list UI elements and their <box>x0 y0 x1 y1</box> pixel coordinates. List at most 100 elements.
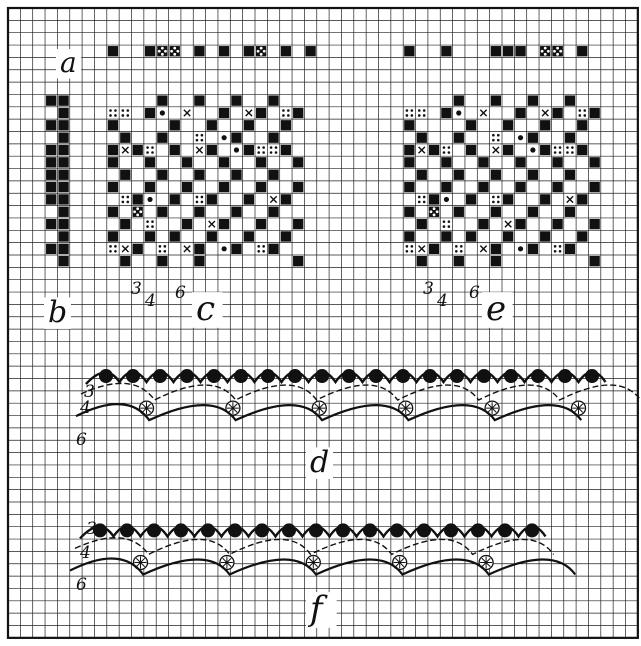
dot <box>492 201 495 204</box>
dot <box>544 53 547 56</box>
shaft-cell <box>58 256 68 266</box>
dot <box>262 151 265 154</box>
dot <box>275 146 278 149</box>
black-cell <box>503 194 513 204</box>
black-cell <box>503 145 513 155</box>
heddle-cell <box>145 46 155 56</box>
dot <box>559 114 562 117</box>
black-cell <box>182 157 192 167</box>
dot <box>443 220 446 223</box>
dot <box>134 201 137 204</box>
dot <box>109 109 112 112</box>
black-cell <box>194 244 204 254</box>
heddle-cell <box>515 46 525 56</box>
black-cell <box>219 108 229 118</box>
black-cell <box>120 256 130 266</box>
dot <box>423 201 426 204</box>
dot <box>497 245 500 248</box>
heddle-cell <box>194 46 204 56</box>
black-cell <box>256 219 266 229</box>
black-cell <box>231 244 241 254</box>
dot <box>173 47 176 50</box>
black-cell <box>194 256 204 266</box>
black-cell <box>503 120 513 130</box>
dot <box>158 50 161 53</box>
black-cell <box>219 182 229 192</box>
dot <box>559 50 562 53</box>
dot <box>133 210 136 213</box>
dot <box>146 220 149 223</box>
dot <box>161 53 164 56</box>
black-cell <box>417 219 427 229</box>
dot <box>136 207 139 210</box>
dot <box>257 250 260 253</box>
dot <box>411 109 414 112</box>
black-cell <box>145 108 155 118</box>
dot <box>196 196 199 199</box>
black-cell <box>404 182 414 192</box>
dot <box>497 196 500 199</box>
black-cell <box>157 207 167 217</box>
black-cell <box>491 256 501 266</box>
label-b: b <box>48 295 67 330</box>
bullet-cell <box>147 197 152 202</box>
bullet-cell <box>222 246 227 251</box>
black-cell <box>552 108 562 118</box>
dot <box>109 250 112 253</box>
black-cell <box>404 120 414 130</box>
dot <box>257 109 260 112</box>
black-cell <box>293 219 303 229</box>
dot <box>201 250 204 253</box>
black-cell <box>293 256 303 266</box>
label-d: d <box>310 445 329 480</box>
dot <box>418 201 421 204</box>
black-cell <box>577 231 587 241</box>
black-cell <box>540 120 550 130</box>
bullet-cell <box>518 246 523 251</box>
black-cell <box>540 194 550 204</box>
black-cell <box>515 108 525 118</box>
heddle-cell <box>503 46 513 56</box>
thread-number-label: 3 <box>423 279 434 299</box>
black-cell <box>565 133 575 143</box>
black-cell <box>182 182 192 192</box>
heddle-cell <box>577 46 587 56</box>
black-cell <box>170 231 180 241</box>
black-cell <box>589 108 599 118</box>
black-cell <box>244 120 254 130</box>
black-cell <box>540 145 550 155</box>
black-cell <box>268 170 278 180</box>
bullet-cell <box>222 135 227 140</box>
dot <box>406 250 409 253</box>
black-cell <box>231 133 241 143</box>
dot <box>176 50 179 53</box>
thread-number-label: 6 <box>76 575 87 595</box>
black-cell <box>120 219 130 229</box>
dot <box>114 245 117 248</box>
thread-number-label: 4 <box>79 543 91 563</box>
black-cell <box>528 244 538 254</box>
dot <box>547 50 550 53</box>
dot <box>411 114 414 117</box>
black-cell <box>577 145 587 155</box>
black-cell <box>565 207 575 217</box>
black-cell <box>404 207 414 217</box>
dot <box>114 114 117 117</box>
dot <box>423 109 426 112</box>
black-cell <box>293 182 303 192</box>
dot <box>257 50 260 53</box>
heddle-cell <box>441 46 451 56</box>
black-cell <box>145 157 155 167</box>
black-cell <box>552 157 562 167</box>
thread-number-label: 6 <box>469 283 480 303</box>
black-cell <box>454 95 464 105</box>
black-cell <box>528 95 538 105</box>
dot <box>109 114 112 117</box>
black-cell <box>515 182 525 192</box>
dot <box>411 245 414 248</box>
black-cell <box>108 182 118 192</box>
black-cell <box>108 120 118 130</box>
black-cell <box>157 256 167 266</box>
dot <box>423 114 426 117</box>
dot <box>164 245 167 248</box>
